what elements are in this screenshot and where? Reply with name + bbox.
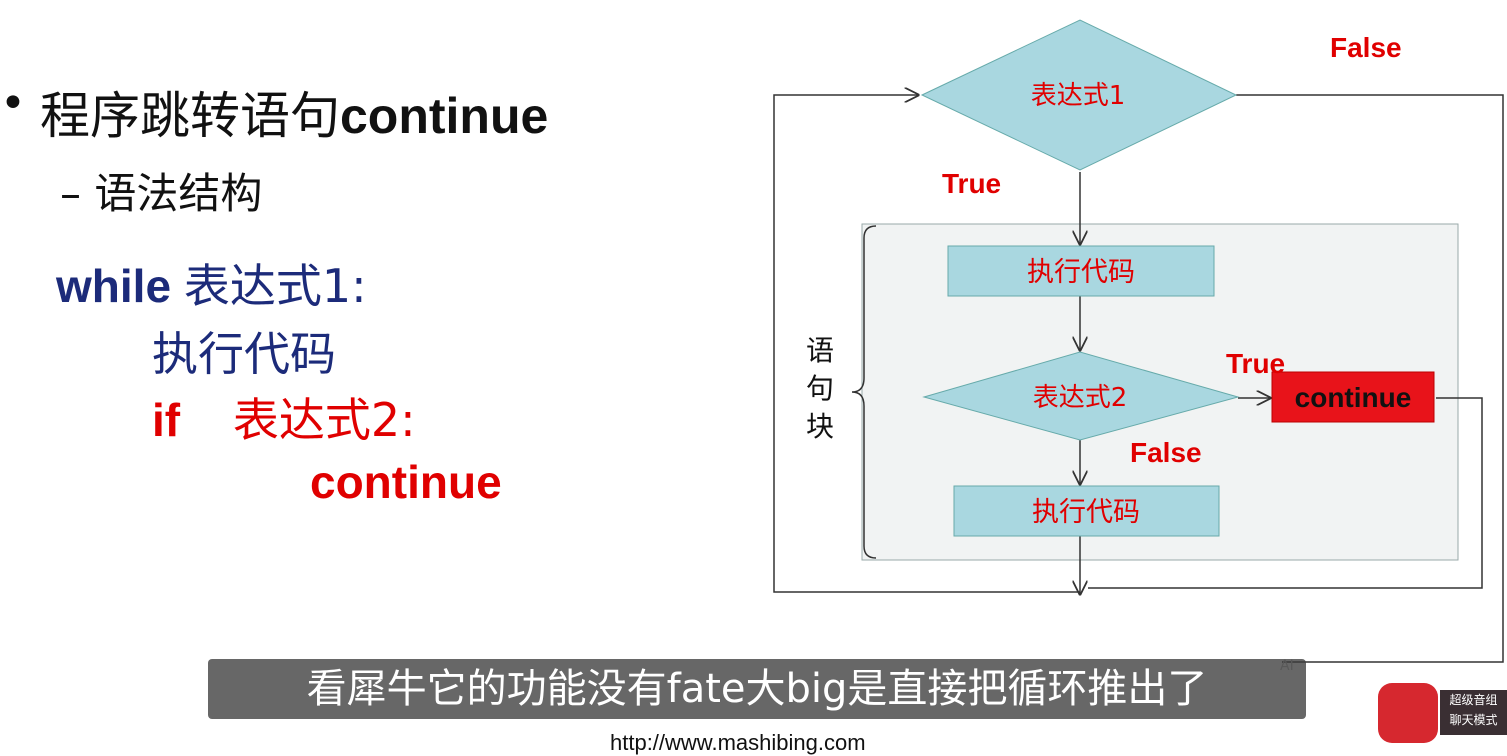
app-label-1: 超级音组	[1449, 693, 1498, 707]
exec-box-2	[953, 485, 1220, 537]
code-if-expr: 表达式2:	[232, 393, 416, 447]
code-line-continue: continue	[310, 456, 502, 508]
label-true-2: True	[1226, 348, 1285, 379]
slide-subtitle: – 语法结构	[60, 169, 263, 218]
code-while-expr: 表达式1:	[183, 259, 367, 313]
code-line-exec: 执行代码	[152, 318, 336, 384]
bullet-dot: •	[0, 78, 26, 129]
diamond-expression1	[920, 19, 1238, 171]
diamond1-label: 表达式1	[1031, 81, 1126, 111]
footer-url: http://www.mashibing.com	[610, 730, 866, 755]
code-exec-text: 执行代码	[152, 327, 336, 381]
block-label-char-3: 块	[806, 410, 834, 443]
slide-title: 程序跳转语句continue	[40, 76, 548, 148]
app-label-2: 聊天模式	[1449, 713, 1498, 727]
code-while-keyword: while	[56, 260, 172, 312]
continue-box	[1271, 371, 1435, 423]
title-chinese: 程序跳转语句	[40, 87, 340, 145]
code-if-keyword: if	[152, 394, 181, 446]
exec-box-1-label: 执行代码	[1027, 257, 1135, 288]
app-mode-panel[interactable]: 超级音组 聊天模式	[1440, 690, 1507, 735]
diamond2-label: 表达式2	[1033, 383, 1128, 413]
block-label-char-1: 语	[806, 334, 834, 367]
title-keyword: continue	[340, 88, 549, 144]
code-line-while: while 表达式1:	[56, 250, 367, 316]
label-true-1: True	[942, 168, 1001, 199]
code-line-if: if 表达式2:	[152, 384, 416, 450]
exec-box-1	[947, 245, 1215, 297]
false-exit-line	[1236, 94, 1504, 663]
exec-box-2-label: 执行代码	[1032, 497, 1140, 528]
diamond-expression2	[922, 351, 1240, 441]
music-app-icon[interactable]	[1378, 683, 1438, 743]
continue-return-line	[1088, 397, 1483, 589]
label-false-1: False	[1330, 32, 1402, 63]
block-brace	[851, 225, 877, 559]
subtitle-caption: 看犀牛它的功能没有fate大big是直接把循环推出了	[208, 659, 1306, 719]
label-false-2: False	[1130, 437, 1202, 468]
continue-box-label: continue	[1295, 382, 1412, 413]
loop-back-line	[773, 95, 1080, 593]
block-label-char-2: 句	[806, 372, 834, 405]
